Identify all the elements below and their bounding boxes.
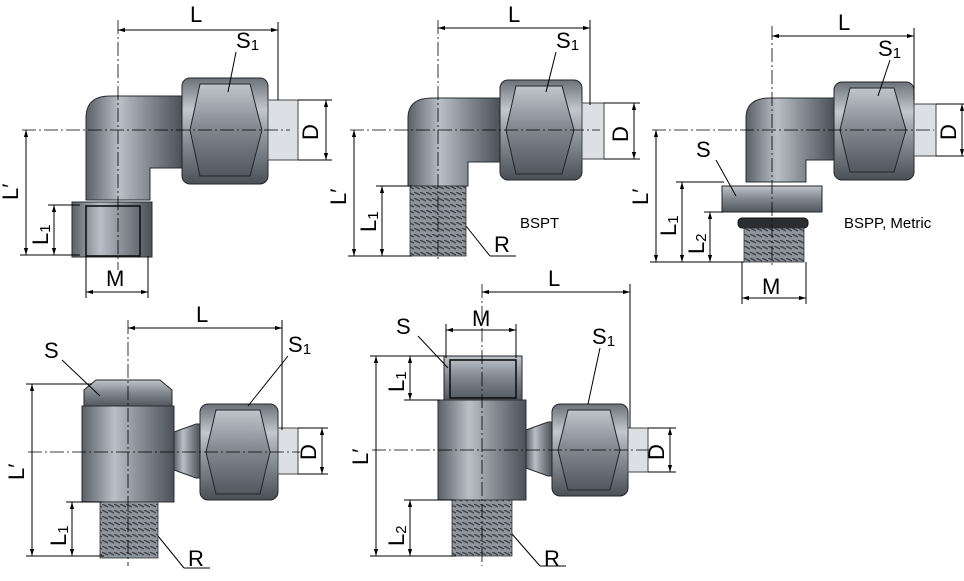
- tapered-thread: [99, 501, 159, 559]
- dim-label-S1: S1: [236, 28, 259, 54]
- dim-label-S: S: [396, 314, 411, 339]
- dim-label-L: L: [190, 2, 202, 27]
- dim-label-L1: L1: [46, 525, 72, 546]
- elbow-body: [85, 95, 183, 201]
- dim-label-L1: L1: [384, 371, 410, 392]
- top-bore: [449, 359, 517, 399]
- dim-label-L-prime: L′: [4, 464, 29, 480]
- figure-male-branch: L S S1 D L′ L1 R: [4, 302, 328, 571]
- dim-label-L1: L1: [656, 215, 682, 236]
- tube-stub: [581, 102, 605, 160]
- figure-bspp-elbow: L S1 D S L′ L1 L2 M BSPP, Metric: [628, 10, 964, 304]
- dim-label-L2: L2: [684, 233, 710, 254]
- dim-label-L1: L1: [356, 211, 382, 232]
- figure-bspt-elbow: L S1 D L′ L1 R BSPT: [326, 2, 640, 262]
- dim-label-D: D: [608, 126, 633, 142]
- dim-label-D: D: [296, 444, 321, 460]
- dim-label-R: R: [544, 546, 560, 571]
- thread-note-bspt: BSPT: [520, 215, 559, 232]
- dim-label-R: R: [494, 232, 510, 257]
- top-hex: [443, 355, 523, 401]
- dim-label-S: S: [44, 338, 59, 363]
- socket-bore: [85, 205, 141, 257]
- branch-neck: [525, 421, 553, 477]
- figure-female-elbow: L S1 D L′ L1 M: [0, 2, 332, 298]
- dim-label-S1: S1: [878, 36, 901, 62]
- tube-stub: [277, 427, 299, 475]
- dim-label-L: L: [548, 266, 560, 291]
- o-ring: [737, 217, 809, 229]
- branch-neck: [173, 423, 201, 479]
- dim-label-L-prime: L′: [348, 449, 373, 465]
- dim-label-L: L: [838, 10, 850, 35]
- dim-label-L-prime: L′: [0, 184, 23, 200]
- dim-label-L: L: [196, 302, 208, 327]
- elbow-body: [745, 97, 835, 183]
- elbow-body: [407, 97, 501, 187]
- figure-run-tee: L M S S1 D L′ L1 L2 R: [348, 266, 676, 571]
- dim-label-L-prime: L′: [628, 189, 653, 205]
- dim-label-S1: S1: [592, 324, 615, 350]
- dim-label-L-prime: L′: [326, 189, 351, 205]
- dim-label-S1: S1: [556, 28, 579, 54]
- dim-label-D: D: [936, 124, 961, 140]
- dim-label-M: M: [472, 306, 490, 331]
- dim-label-R: R: [188, 546, 204, 571]
- dim-label-L2: L2: [384, 525, 410, 546]
- dim-label-L: L: [508, 2, 520, 27]
- dim-label-M: M: [762, 274, 780, 299]
- dim-label-S1: S1: [288, 332, 311, 358]
- dim-label-D: D: [644, 444, 669, 460]
- dim-label-L1: L1: [28, 224, 54, 245]
- dim-label-D: D: [298, 124, 323, 140]
- parallel-thread: [743, 227, 805, 263]
- dim-label-M: M: [106, 266, 124, 291]
- thread-note-bspp-metric: BSPP, Metric: [844, 215, 932, 232]
- dim-label-S: S: [696, 137, 711, 162]
